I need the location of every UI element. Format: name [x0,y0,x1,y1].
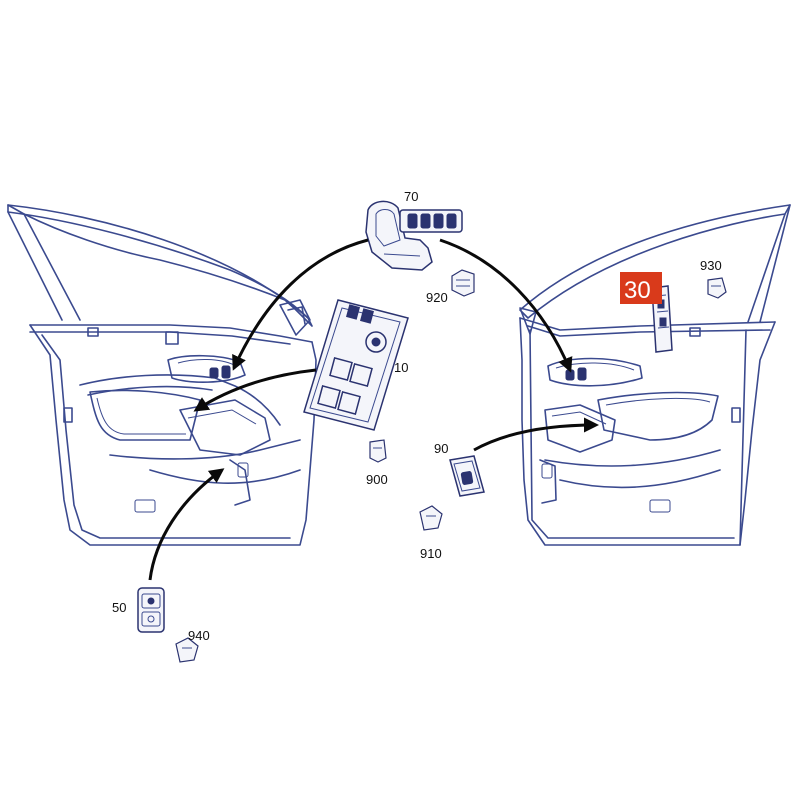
connector-910 [419,505,443,531]
arrow-70-to-right-handle [439,238,573,373]
label-10: 10 [394,360,408,375]
label-910: 910 [420,546,442,561]
right-inner-handle [547,357,643,387]
part-90-window-switch [449,455,485,497]
label-940: 940 [188,628,210,643]
arrow-70-to-left-handle [232,238,369,371]
label-930: 930 [700,258,722,273]
part-10-window-switch [303,299,409,431]
right-armrest [597,391,719,441]
connector-920 [451,269,475,297]
label-900: 900 [366,472,388,487]
left-door-window [7,204,313,327]
part-50-lock-switch [137,587,165,633]
connector-940 [175,637,199,663]
connector-900 [369,439,387,463]
label-50: 50 [112,600,126,615]
right-door-shell [519,317,776,546]
arrow-90-to-right-armrest [473,417,599,452]
label-30: 30 [624,277,651,304]
arrow-10-to-left-armrest [193,368,317,412]
left-inner-handle [167,354,246,383]
left-door [7,204,317,546]
arrow-50-to-left-panel [148,468,225,581]
label-70: 70 [404,189,418,204]
right-door [519,204,791,546]
part-30-highlight [620,272,662,304]
right-door-window [519,204,791,319]
label-920: 920 [426,290,448,305]
part-70-seat-switch [365,200,463,271]
connector-930 [707,277,727,299]
label-90: 90 [434,441,448,456]
